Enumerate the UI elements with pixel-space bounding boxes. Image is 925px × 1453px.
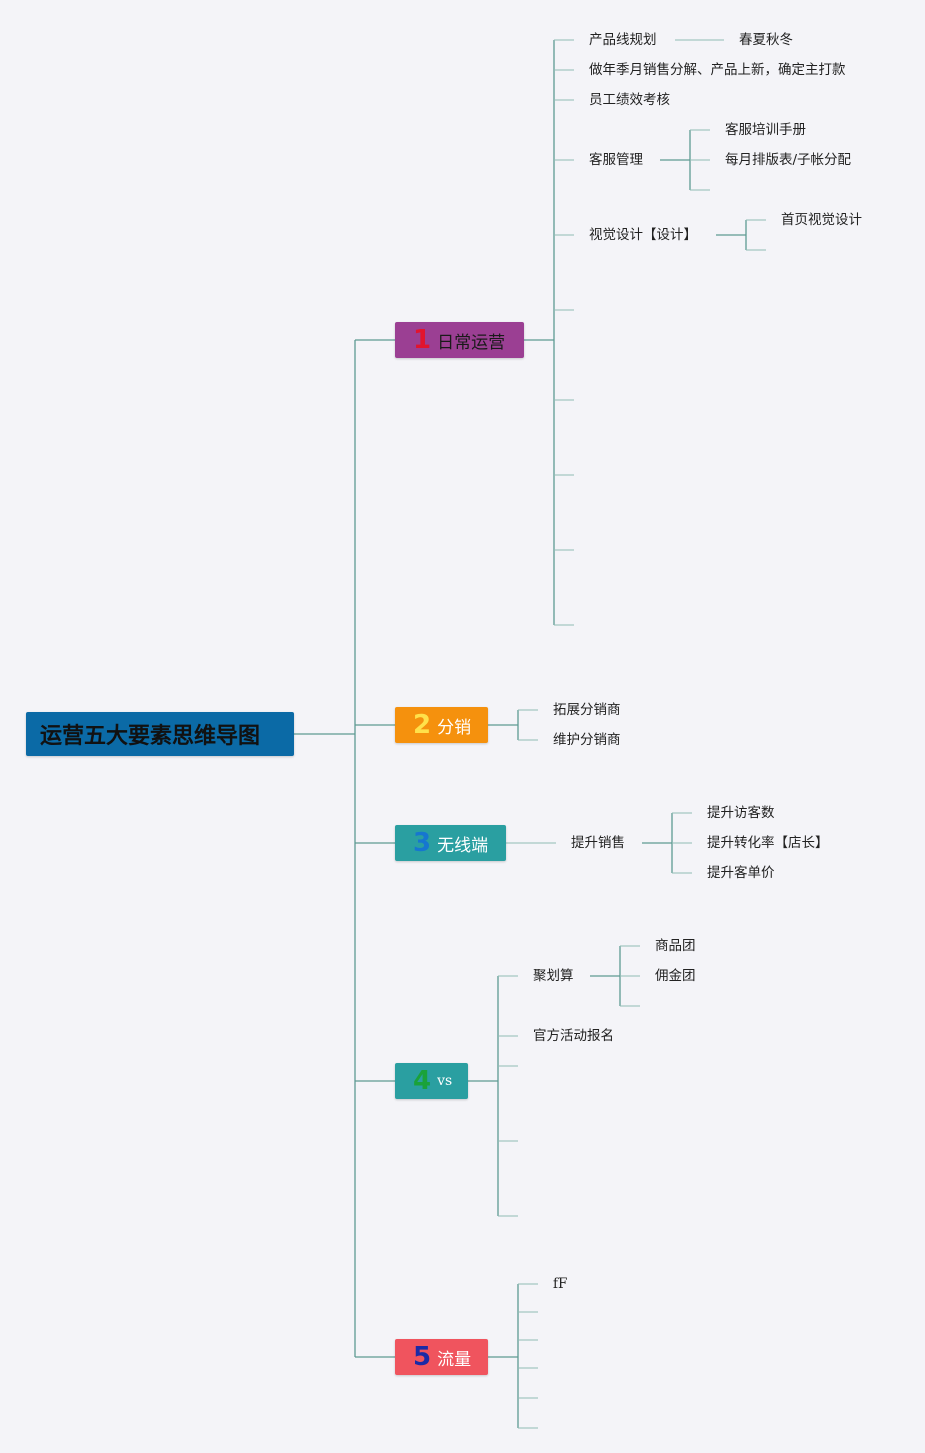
topic-maintain-distributors[interactable]: 维护分销商 (553, 732, 621, 748)
root-topic[interactable]: 运营五大要素思维导图 (26, 712, 294, 756)
topic-boost-sales[interactable]: 提升销售 (571, 835, 625, 851)
topic-conversion[interactable]: 提升转化率【店长】 (707, 835, 829, 851)
branch-label: 无线端 (437, 835, 489, 856)
topic-homepage-design[interactable]: 首页视觉设计 (781, 212, 862, 228)
topic-ff[interactable]: fF (553, 1276, 568, 1292)
topic-seasonal-sales[interactable]: 做年季月销售分解、产品上新，确定主打款 (589, 62, 846, 78)
topic-goods-group[interactable]: 商品团 (655, 938, 696, 954)
topic-cs-schedule[interactable]: 每月排版表/子帐分配 (725, 152, 852, 168)
branch-number-4: 4 (413, 1066, 432, 1096)
branch-number-1: 1 (413, 325, 432, 355)
branch-number-2: 2 (413, 710, 432, 740)
topic-visitors[interactable]: 提升访客数 (707, 805, 775, 821)
root-topic-label: 运营五大要素思维导图 (40, 724, 261, 749)
branch-traffic[interactable]: 5 流量 (395, 1339, 488, 1375)
branch-daily-operations[interactable]: 1 日常运营 (395, 322, 524, 358)
branch-distribution[interactable]: 2 分销 (395, 707, 488, 743)
topic-commission-group[interactable]: 佣金团 (655, 968, 696, 984)
topic-visual-design[interactable]: 视觉设计【设计】 (589, 227, 697, 243)
branch-number-5: 5 (413, 1342, 432, 1372)
topic-product-line[interactable]: 产品线规划 (589, 32, 657, 48)
topic-expand-distributors[interactable]: 拓展分销商 (553, 702, 621, 718)
topic-cs-training[interactable]: 客服培训手册 (725, 122, 806, 138)
topic-official-events[interactable]: 官方活动报名 (533, 1028, 614, 1044)
branch-number-3: 3 (413, 828, 432, 858)
branch-mobile[interactable]: 3 无线端 (395, 825, 506, 861)
branch-label: 分销 (437, 717, 472, 738)
branch-label: 日常运营 (437, 332, 506, 353)
topic-cs-management[interactable]: 客服管理 (589, 152, 643, 168)
branch-label: vs (437, 1073, 453, 1089)
branch-label: 流量 (437, 1349, 472, 1370)
topic-juhuasuan[interactable]: 聚划算 (533, 968, 574, 984)
branch-vs[interactable]: 4 vs (395, 1063, 468, 1099)
topic-seasons[interactable]: 春夏秋冬 (739, 32, 793, 48)
topic-aov[interactable]: 提升客单价 (707, 865, 775, 881)
topic-staff-kpi[interactable]: 员工绩效考核 (589, 92, 670, 108)
